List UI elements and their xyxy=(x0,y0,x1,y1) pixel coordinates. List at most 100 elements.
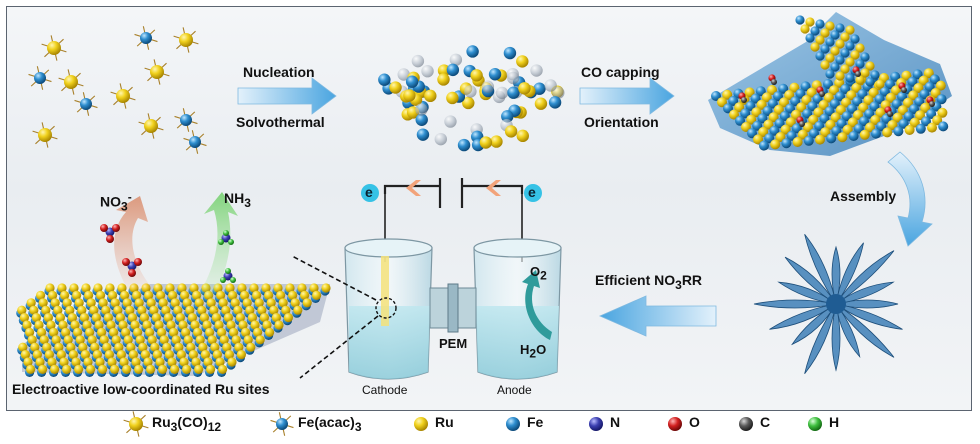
surface-ru-atom xyxy=(113,305,123,315)
sheet-atom xyxy=(763,119,774,130)
co-ligand-c xyxy=(741,97,747,103)
sheet-atom xyxy=(825,119,836,130)
nitrate-superscript: - xyxy=(127,190,132,204)
surface-ru-atom xyxy=(38,364,48,374)
surface-ru-atom xyxy=(152,350,162,360)
pem-label: PEM xyxy=(439,336,468,351)
efficient-text: Efficient NO xyxy=(595,272,676,288)
feacac-molecule xyxy=(174,108,198,132)
ru3co12-molecule xyxy=(144,59,170,85)
surface-ru-atom xyxy=(86,298,96,308)
sheet-atom xyxy=(750,93,761,104)
nanoflower-core xyxy=(826,294,846,314)
sheet-atom xyxy=(806,87,817,98)
surface-ru-atom xyxy=(183,335,193,345)
surface-ru-atom xyxy=(206,298,216,308)
surface-ru-atom xyxy=(130,320,140,330)
sheet-atom xyxy=(823,79,833,89)
surface-ru-atom xyxy=(321,283,331,293)
sheet-atom xyxy=(904,125,915,135)
sheet-atom xyxy=(711,91,721,101)
ammonia-text: NH xyxy=(224,190,245,206)
ru3co12-molecule xyxy=(173,27,199,53)
surface-ru-atom xyxy=(121,327,131,337)
surface-ru-atom xyxy=(188,350,198,360)
surface-ru-atom xyxy=(182,364,192,374)
surface-ru-atom xyxy=(209,305,219,315)
nitrate-label: NO3- xyxy=(100,190,132,213)
surface-ru-atom xyxy=(31,313,41,323)
nucleation-arrow-icon xyxy=(237,77,337,115)
sheet-atom xyxy=(851,82,862,93)
surface-ru-atom xyxy=(61,327,71,337)
nanoflower-petal xyxy=(769,303,837,330)
sheet-atom xyxy=(927,122,937,133)
surface-ru-atom xyxy=(250,320,260,330)
surface-ru-atom xyxy=(85,327,95,337)
surface-ru-atom xyxy=(67,313,77,323)
surface-ru-atom xyxy=(161,305,171,315)
surface-ru-atom xyxy=(259,313,269,323)
surface-ru-atom xyxy=(288,290,298,300)
surface-ru-atom xyxy=(261,283,271,293)
sheet-atom xyxy=(768,112,779,123)
sheet-atom xyxy=(840,64,850,74)
surface-ru-atom xyxy=(197,305,207,315)
ru3co12-molecule xyxy=(32,122,58,148)
surface-ru-atom xyxy=(242,298,252,308)
sheet-atom xyxy=(796,102,807,113)
sheet-atom xyxy=(835,71,845,81)
surface-ru-atom xyxy=(226,320,236,330)
surface-ru-atom xyxy=(162,342,172,352)
legend-h: H xyxy=(829,414,840,430)
surface-ru-atom xyxy=(205,327,215,337)
sheet-atom xyxy=(780,124,791,135)
sheet-atom xyxy=(778,83,789,94)
sheet-atom xyxy=(815,19,825,29)
surface-ru-atom xyxy=(156,290,166,300)
surface-ru-atom xyxy=(109,327,119,337)
surface-ru-atom xyxy=(217,327,227,337)
ammonia-subscript: 3 xyxy=(244,195,251,210)
sheet-atom xyxy=(831,126,842,136)
surface-ru-atom xyxy=(86,364,96,374)
sheet-atom xyxy=(830,30,840,40)
surface-ru-atom xyxy=(116,350,126,360)
sheet-atom xyxy=(835,55,845,65)
sheet-atom xyxy=(837,132,848,143)
surface-ru-atom xyxy=(165,283,175,293)
surface-ru-atom xyxy=(293,305,303,315)
surface-ru-atom xyxy=(179,357,189,367)
surface-ru-atom xyxy=(246,342,256,352)
surface-ru-atom xyxy=(68,350,78,360)
sheet-atom xyxy=(835,39,845,49)
sheet-atom xyxy=(936,94,947,105)
sheet-atom xyxy=(923,68,934,79)
sheet-atom xyxy=(800,24,810,34)
sheet-atom xyxy=(820,28,830,38)
surface-ru-atom xyxy=(276,290,286,300)
zoom-leader-line xyxy=(299,315,379,379)
legend-o: O xyxy=(689,414,700,430)
legend-ru3co12-sub2: 12 xyxy=(207,419,222,434)
surface-ru-atom xyxy=(29,305,39,315)
sheet-atom xyxy=(908,90,919,101)
legend-feacac-icon xyxy=(270,412,294,436)
sheet-atom xyxy=(803,122,813,133)
sites-caption: Electroactive low-coordinated Ru sites xyxy=(12,381,270,397)
sheet-atom xyxy=(898,118,909,129)
sheet-atom xyxy=(779,97,789,108)
sheet-atom xyxy=(823,92,834,103)
sheet-atom xyxy=(803,135,814,146)
legend-feacac-a: Fe(acac) xyxy=(298,414,355,430)
electrochemical-cell xyxy=(344,178,562,380)
surface-ru-atom xyxy=(37,327,47,337)
surface-ru-atom xyxy=(47,357,57,367)
surface-ru-atom xyxy=(257,305,267,315)
sheet-atom xyxy=(830,46,840,56)
surface-ru-atom xyxy=(131,357,141,367)
surface-ru-atom xyxy=(117,283,127,293)
cluster-atom xyxy=(389,81,402,94)
surface-ru-atom xyxy=(240,290,250,300)
surface-ru-atom xyxy=(266,298,276,308)
